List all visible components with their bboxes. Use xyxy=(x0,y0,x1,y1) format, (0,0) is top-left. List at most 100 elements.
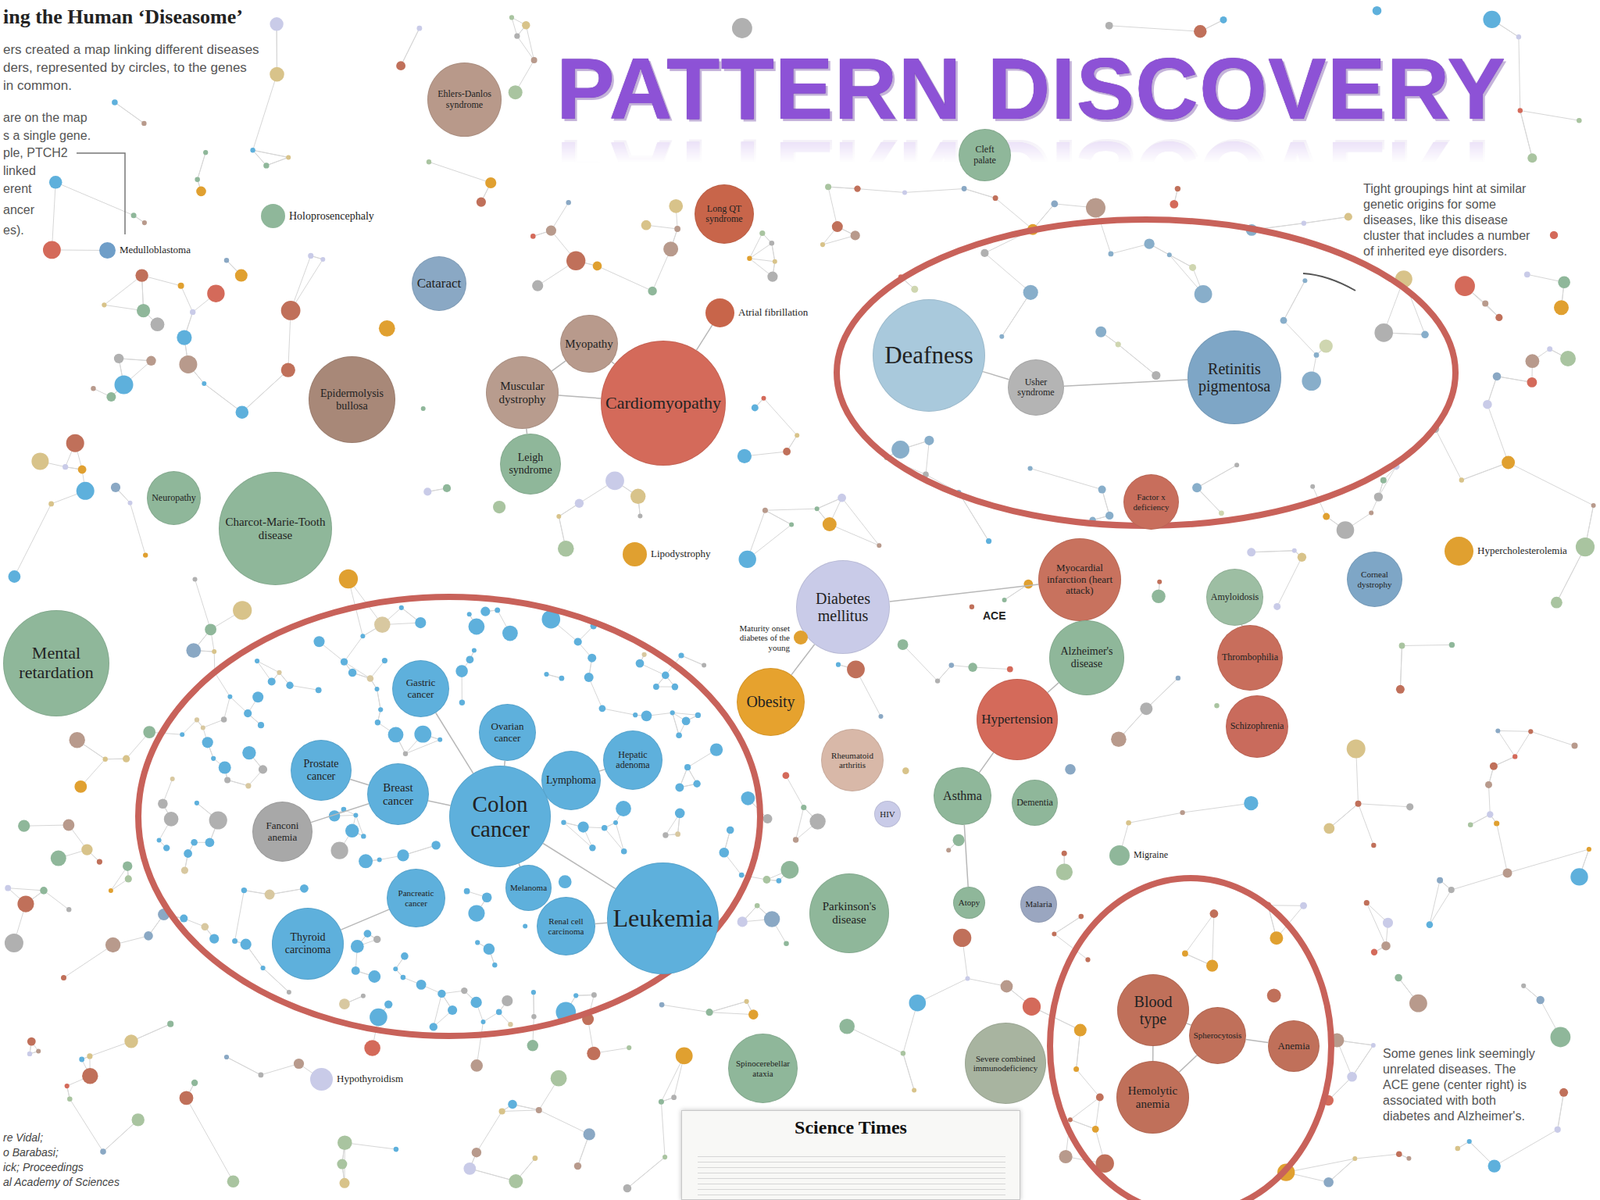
disease-label: Hemolytic anemia xyxy=(1123,1084,1183,1111)
gene-dot xyxy=(437,737,443,743)
gene-dot xyxy=(1527,153,1537,163)
gene-dot xyxy=(556,514,561,519)
gene-line xyxy=(1520,110,1533,159)
gene-dot xyxy=(142,552,148,558)
gene-line xyxy=(1070,1097,1100,1121)
leader-line xyxy=(76,153,125,235)
gene-line xyxy=(1497,730,1515,757)
gene-dot xyxy=(1059,1150,1073,1164)
disease-node: Hepatic adenoma xyxy=(603,730,663,790)
gene-line xyxy=(1001,292,1031,336)
disease-node: Holoprosencephaly xyxy=(260,203,375,229)
disease-node: Dementia xyxy=(1011,779,1058,826)
disease-circle xyxy=(310,1067,333,1091)
gene-dot xyxy=(360,633,365,639)
gene-line xyxy=(1070,1119,1096,1129)
gene-dot xyxy=(658,1099,665,1105)
gene-line xyxy=(476,1021,483,1066)
gene-line xyxy=(1435,428,1462,481)
gene-dot xyxy=(662,832,668,838)
gene-line xyxy=(1496,376,1533,383)
gene-dot xyxy=(632,712,638,718)
disease-label: Renal cell carcinoma xyxy=(542,916,590,936)
gene-dot xyxy=(377,857,383,863)
disease-node: Atopy xyxy=(953,886,986,919)
gene-dot xyxy=(897,639,909,650)
gene-dot xyxy=(744,999,750,1004)
gene-dot xyxy=(353,812,358,818)
disease-label: Epidermolysis bullosa xyxy=(314,387,390,412)
disease-label: Retinitis pigmentosa xyxy=(1195,360,1274,396)
gene-dot xyxy=(235,269,248,283)
gene-dot xyxy=(902,189,908,195)
gene-dot xyxy=(531,1014,536,1019)
disease-node: Retinitis pigmentosa xyxy=(1187,330,1282,425)
disease-label: Muscular dystrophy xyxy=(492,379,552,407)
gene-line xyxy=(1196,464,1237,488)
gene-dot xyxy=(739,872,745,879)
gene-dot xyxy=(692,780,700,788)
gene-line xyxy=(181,285,193,313)
gene-dot xyxy=(1371,949,1378,956)
gene-dot xyxy=(232,938,238,944)
gene-dot xyxy=(1175,675,1181,681)
gene-dot xyxy=(1396,1150,1403,1158)
gene-dot xyxy=(615,800,632,817)
gene-dot xyxy=(891,440,910,459)
note-text: are on the map xyxy=(3,110,88,126)
gene-dot xyxy=(1115,341,1122,347)
disease-label: Cardiomyopathy xyxy=(605,393,722,414)
gene-dot xyxy=(39,886,48,895)
gene-line xyxy=(660,1101,665,1158)
gene-dot xyxy=(1074,1024,1087,1037)
gene-line xyxy=(370,660,386,679)
disease-label: Lipodystrophy xyxy=(650,548,711,561)
gene-line xyxy=(672,712,679,736)
gene-dot xyxy=(1436,877,1443,884)
disease-label: Severe combined immunodeficiency xyxy=(970,1053,1041,1074)
gene-dot xyxy=(1192,482,1202,493)
disease-node: Obesity xyxy=(736,667,805,736)
disease-node: Charcot-Marie-Tooth disease xyxy=(218,471,333,586)
gene-dot xyxy=(961,185,968,192)
gene-dot xyxy=(400,952,409,961)
gene-dot xyxy=(675,782,684,792)
gene-dot xyxy=(1022,997,1041,1016)
gene-dot xyxy=(1280,317,1288,325)
gene-dot xyxy=(340,657,348,665)
gene-dot xyxy=(250,147,255,153)
gene-line xyxy=(539,1110,590,1135)
gene-line xyxy=(1352,1045,1374,1077)
disease-node: Breast cancer xyxy=(367,763,429,825)
gene-dot xyxy=(471,1147,482,1158)
gene-link xyxy=(595,922,608,924)
gene-line xyxy=(1557,1092,1565,1130)
gene-dot xyxy=(746,256,752,261)
disease-node: Myocardial infarction (heart attack) xyxy=(1038,538,1122,622)
cluster-ring xyxy=(1050,878,1332,1200)
callout-note: Some genes link seemingly unrelated dise… xyxy=(1382,1046,1540,1125)
disease-node: Lymphoma xyxy=(541,750,601,811)
gene-line xyxy=(1470,814,1490,825)
gene-dot xyxy=(367,970,381,983)
gene-dot xyxy=(143,931,154,941)
gene-dot xyxy=(442,484,451,493)
gene-dot xyxy=(494,607,500,613)
gene-dot xyxy=(668,199,683,214)
gene-dot xyxy=(396,849,409,861)
disease-node: Epidermolysis bullosa xyxy=(308,356,396,443)
disease-node: Hypothyroidism xyxy=(310,1067,404,1091)
gene-dot xyxy=(210,756,216,761)
gene-dot xyxy=(1110,731,1127,747)
gene-line xyxy=(1400,646,1402,690)
gene-dot xyxy=(60,975,67,981)
disease-node: Severe combined immunodeficiency xyxy=(964,1022,1047,1104)
gene-dot xyxy=(1546,346,1553,352)
gene-dot xyxy=(202,736,214,748)
gene-dot xyxy=(985,538,992,544)
gene-line xyxy=(1358,803,1375,846)
disease-label: Ovarian cancer xyxy=(485,721,529,744)
gene-dot xyxy=(1485,781,1493,789)
gene-dot xyxy=(281,300,301,321)
gene-line xyxy=(227,779,249,786)
